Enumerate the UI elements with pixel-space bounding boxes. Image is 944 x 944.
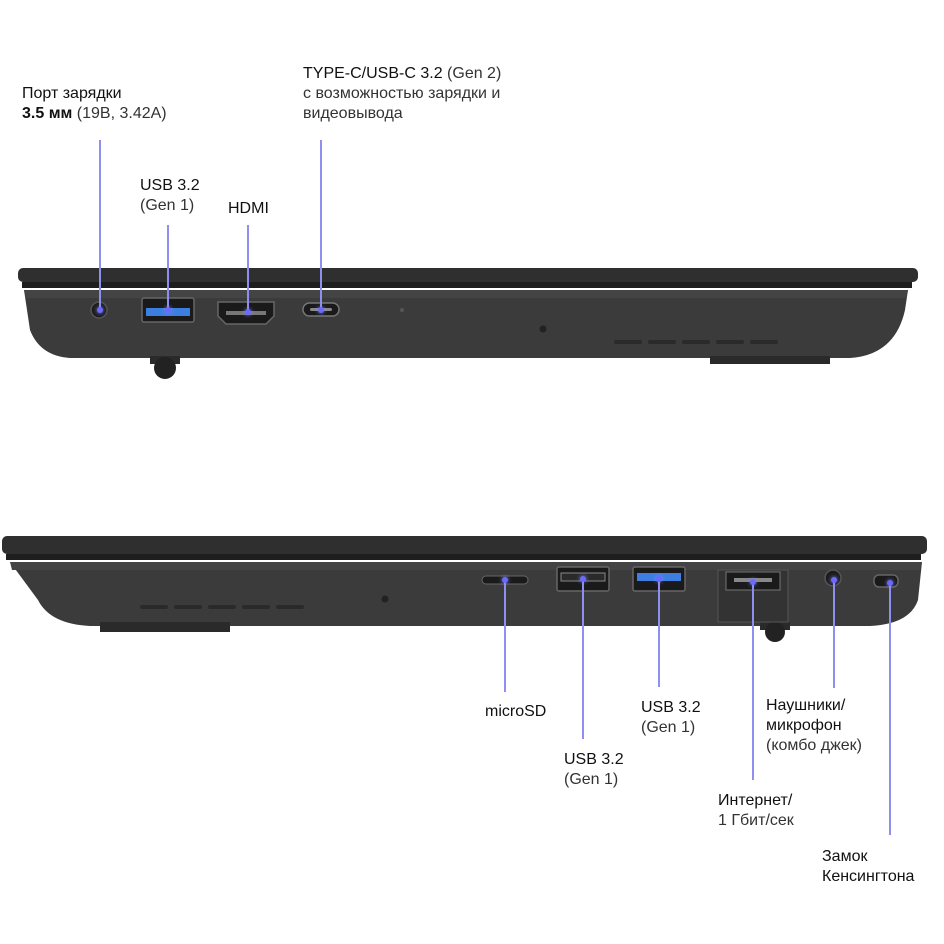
usb-a-right-line2: (Gen 1) [641, 719, 696, 736]
kensington-line1: Замок [822, 848, 868, 865]
usb-a-top-line2: (Gen 1) [140, 197, 195, 214]
callout-dot-charge [97, 307, 103, 313]
label-charge-port: Порт зарядки 3.5 мм (19В, 3.42А) [22, 84, 167, 124]
callout-line-usb-a-left [582, 579, 584, 739]
label-usb-a-bottom-left: USB 3.2 (Gen 1) [564, 750, 624, 790]
kensington-line2: Кенсингтона [822, 868, 915, 885]
usb-a-left-line1: USB 3.2 [564, 751, 624, 768]
callout-dot-usb-c [318, 307, 324, 313]
label-usb-c: TYPE-C/USB-C 3.2 (Gen 2) с возможностью … [303, 64, 501, 124]
usb-a-right-line1: USB 3.2 [641, 699, 701, 716]
charge-port-line1: Порт зарядки [22, 85, 122, 102]
microsd-line1: microSD [485, 703, 547, 720]
hdmi-line1: HDMI [228, 200, 269, 217]
laptop-left-side-view [18, 268, 918, 379]
callout-line-charge [99, 140, 101, 310]
callout-line-microsd [504, 580, 506, 692]
callout-line-usb-a-right [658, 579, 660, 687]
charge-port-spec: (19В, 3.42А) [72, 105, 167, 122]
usb-c-gen: (Gen 2) [442, 65, 502, 82]
kensington-lock-icon [873, 574, 899, 588]
callout-dot-usb-a-right [656, 576, 662, 582]
label-audio: Наушники/ микрофон (комбо джек) [766, 696, 862, 756]
callout-dot-audio [831, 577, 837, 583]
ethernet-line2: 1 Гбит/сек [718, 812, 794, 829]
usb-c-title: TYPE-C/USB-C 3.2 [303, 65, 443, 82]
usb-a-left-line2: (Gen 1) [564, 771, 619, 788]
label-ethernet: Интернет/ 1 Гбит/сек [718, 791, 794, 831]
usb-c-line3: видеовывода [303, 105, 403, 122]
callout-dot-microsd [502, 577, 508, 583]
label-usb-a-bottom-right: USB 3.2 (Gen 1) [641, 698, 701, 738]
usb-a-top-line1: USB 3.2 [140, 177, 200, 194]
callout-line-hdmi [247, 225, 249, 312]
callout-line-kensington [889, 583, 891, 835]
callout-line-usb-a [167, 225, 169, 310]
label-kensington: Замок Кенсингтона [822, 847, 914, 887]
callout-dot-usb-a [165, 307, 171, 313]
callout-dot-usb-a-left [580, 576, 586, 582]
callout-dot-kensington [887, 580, 893, 586]
audio-line2: микрофон [766, 717, 842, 734]
usb-c-line2: с возможностью зарядки и [303, 85, 501, 102]
label-hdmi: HDMI [228, 199, 269, 219]
label-microsd: microSD [485, 702, 546, 722]
callout-dot-ethernet [750, 579, 756, 585]
audio-line3: (комбо джек) [766, 737, 862, 754]
charge-port-size: 3.5 мм [22, 105, 73, 122]
laptop-right-side-view [2, 536, 927, 642]
callout-line-usb-c [320, 140, 322, 310]
callout-line-audio [833, 580, 835, 688]
audio-line1: Наушники/ [766, 697, 846, 714]
label-usb-a-top: USB 3.2 (Gen 1) [140, 176, 200, 216]
callout-dot-hdmi [245, 309, 251, 315]
ethernet-line1: Интернет/ [718, 792, 793, 809]
callout-line-ethernet [752, 582, 754, 780]
